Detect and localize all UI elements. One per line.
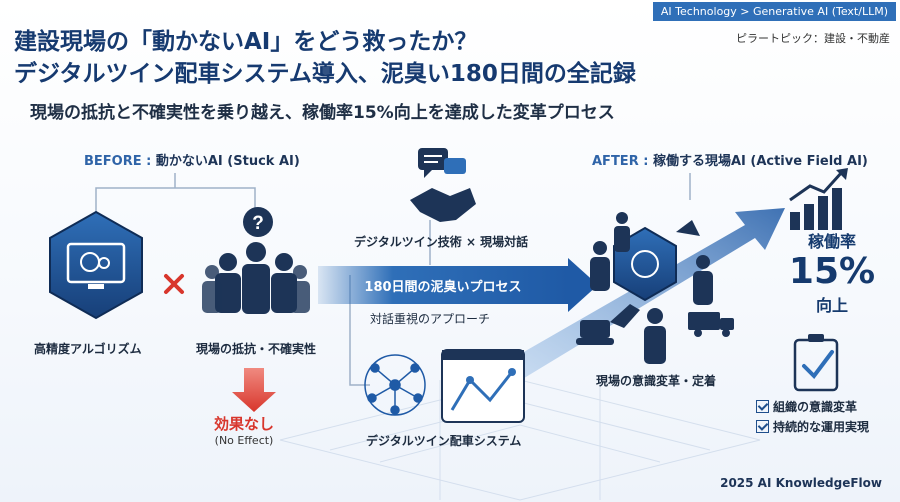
- process-banner: 180日間の泥臭いプロセス: [318, 266, 568, 304]
- change-label: 現場の意識変革・定着: [596, 374, 717, 388]
- after-prefix: AFTER :: [592, 154, 653, 169]
- clipboard-check-icon: [793, 334, 839, 392]
- title-line-1: 建設現場の「動かないAI」をどう救ったか？: [14, 29, 478, 55]
- banner-arrow-head: [568, 258, 598, 312]
- excavator-icon: [576, 220, 700, 345]
- no-effect-text: 効果なし: [214, 415, 275, 433]
- chat-bubble-icon: [418, 148, 466, 178]
- system-label: デジタルツイン配車システム: [366, 434, 522, 448]
- footer-credit: 2025 AI KnowledgeFlow: [720, 476, 882, 490]
- connector-lines: [95, 173, 691, 386]
- rate-value: 15%: [788, 251, 876, 292]
- network-icon: [364, 354, 426, 416]
- down-arrow: [232, 368, 276, 412]
- truck-icon: [688, 312, 734, 337]
- check-item: 組織の意識変革: [756, 398, 869, 415]
- before-prefix: BEFORE :: [84, 154, 156, 169]
- before-title: 動かないAI (Stuck AI): [155, 154, 300, 169]
- workers-group-icon: [202, 242, 310, 314]
- title-line-2: デジタルツイン配車システム導入、泥臭い180日間の全記録: [14, 61, 636, 87]
- blocked-x-icon: [164, 274, 184, 294]
- no-effect-en: (No Effect): [214, 434, 274, 447]
- approach-label: 対話重視のアプローチ: [370, 312, 491, 326]
- rate-label: 稼働率: [807, 232, 856, 251]
- brain-monitor-icon: [49, 210, 143, 320]
- tech-label: デジタルツイン技術 × 現場対話: [354, 235, 529, 249]
- handshake-icon: [410, 188, 476, 222]
- checklist: 組織の意識変革 持続的な運用実現: [756, 398, 869, 438]
- checkbox-icon: [756, 420, 769, 433]
- svg-text:?: ?: [252, 213, 264, 234]
- rate-block: 稼働率 15% 向上: [772, 228, 892, 316]
- map-tablet-icon: [441, 349, 525, 423]
- rate-suffix: 向上: [815, 296, 848, 315]
- no-effect-block: 効果なし (No Effect): [214, 413, 274, 447]
- bar-chart-icon: [789, 168, 848, 230]
- algorithm-label: 高精度アルゴリズム: [34, 342, 142, 356]
- check-item-label: 持続的な運用実現: [773, 420, 870, 434]
- active-workers-icon: [590, 212, 713, 364]
- after-title: 稼働する現場AI (Active Field AI): [652, 154, 868, 169]
- resistance-label: 現場の抵抗・不確実性: [196, 342, 317, 356]
- question-bubble-icon: ?: [243, 207, 273, 237]
- page-title: 建設現場の「動かないAI」をどう救ったか？ デジタルツイン配車システム導入、泥臭…: [14, 26, 636, 90]
- check-item-label: 組織の意識変革: [773, 400, 858, 414]
- industry-tag: ピラートピック：建設・不動産: [736, 32, 890, 45]
- checkbox-icon: [756, 400, 769, 413]
- page-subtitle: 現場の抵抗と不確実性を乗り越え、稼働率15%向上を達成した変革プロセス: [30, 103, 615, 123]
- category-tag: AI Technology > Generative AI (Text/LLM): [652, 2, 896, 21]
- after-heading: AFTER : 稼働する現場AI (Active Field AI): [592, 150, 868, 169]
- before-heading: BEFORE : 動かないAI (Stuck AI): [84, 150, 300, 169]
- check-item: 持続的な運用実現: [756, 418, 869, 435]
